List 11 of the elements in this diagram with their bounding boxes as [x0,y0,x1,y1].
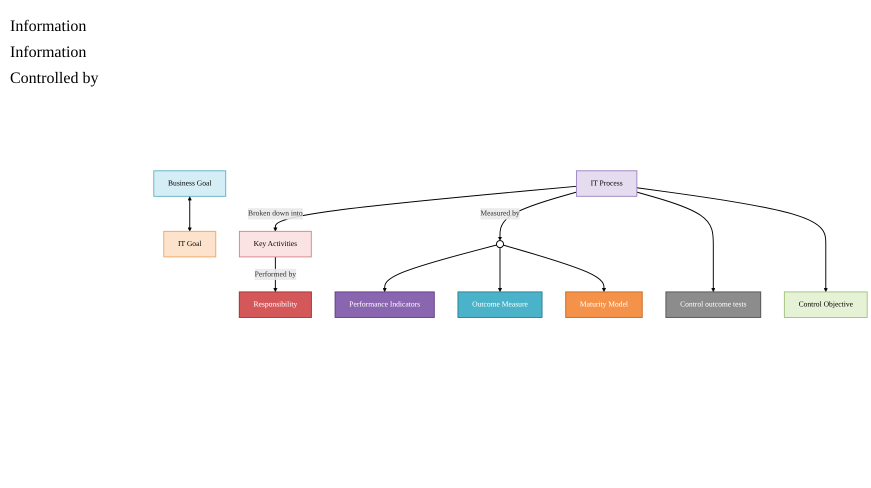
arrow [636,187,828,292]
note-label: Information [10,44,88,62]
arrow [498,247,502,292]
node-circle [496,240,504,248]
note-label: Controlled by [10,70,100,88]
arrow [502,244,606,292]
arrow [273,186,577,232]
note-label: Information [10,18,88,36]
arrow [188,196,192,232]
arrow [636,192,716,292]
arrow [382,244,498,292]
